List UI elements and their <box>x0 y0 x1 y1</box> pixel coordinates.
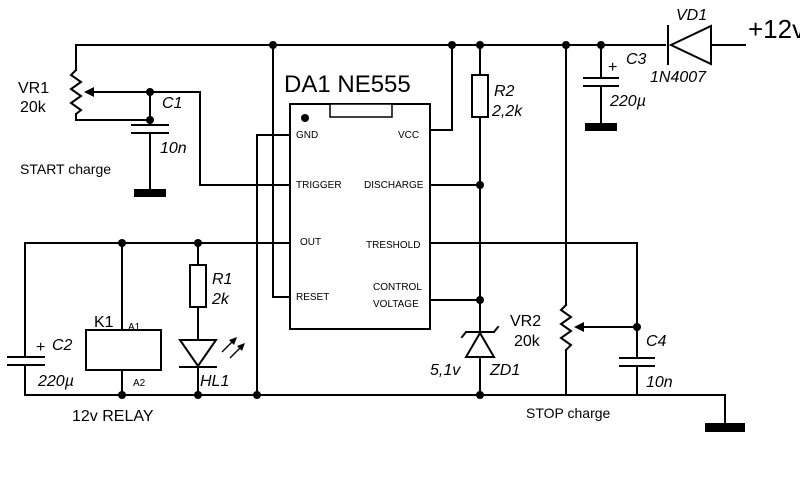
r2-name: R2 <box>494 83 515 100</box>
c3-polarity: + <box>608 59 617 76</box>
pin-discharge: DISCHARGE <box>364 180 424 191</box>
pin-voltage: VOLTAGE <box>373 299 419 310</box>
capacitor-c3 <box>583 44 619 131</box>
trigger-wire <box>149 91 291 186</box>
pin-out: OUT <box>300 237 321 248</box>
ground-symbol <box>705 394 745 432</box>
ic-wiring <box>24 44 638 396</box>
relay-note: 12v RELAY <box>72 408 154 425</box>
k1-pin-a1: A1 <box>128 322 141 333</box>
r2-value: 2,2k <box>491 103 523 120</box>
zener-zd1 <box>460 325 500 396</box>
junction-dots <box>118 41 641 399</box>
c3-name: C3 <box>626 51 647 68</box>
c1-name: C1 <box>162 95 182 112</box>
c4-value: 10n <box>646 374 673 391</box>
pin-treshold: TRESHOLD <box>366 240 420 251</box>
led-hl1 <box>178 337 245 396</box>
vr1-name: VR1 <box>18 80 49 97</box>
diode-vd1 <box>667 24 712 66</box>
pin-control: CONTROL <box>373 282 422 293</box>
zd1-value: 5,1v <box>430 362 461 379</box>
c2-name: C2 <box>52 337 73 354</box>
stop-charge-note: STOP charge <box>526 405 611 421</box>
vr2-name: VR2 <box>510 313 541 330</box>
c1-value: 10n <box>160 140 187 157</box>
k1-pin-a2: A2 <box>133 378 146 389</box>
resistor-r1 <box>189 242 207 341</box>
supply-label: +12v <box>748 14 800 44</box>
pin-trigger: TRIGGER <box>296 180 342 191</box>
c4-name: C4 <box>646 333 667 350</box>
vr2-value: 20k <box>514 333 541 350</box>
ic-title: DA1 NE555 <box>284 71 411 98</box>
potentiometer-vr2 <box>559 44 638 396</box>
vd1-name: VD1 <box>676 7 707 24</box>
r1-value: 2k <box>211 291 230 308</box>
c2-polarity: + <box>36 339 45 356</box>
relay-k1 <box>85 242 162 396</box>
c3-value: 220µ <box>609 93 646 110</box>
potentiometer-vr1 <box>69 44 151 121</box>
resistor-r2 <box>471 44 489 331</box>
ic-ne555 <box>289 103 431 330</box>
r1-name: R1 <box>212 271 232 288</box>
vr1-value: 20k <box>20 99 47 116</box>
hl1-name: HL1 <box>200 373 229 390</box>
start-charge-note: START charge <box>20 161 111 177</box>
capacitor-c2 <box>7 242 45 396</box>
pin-gnd: GND <box>296 130 318 141</box>
pin-vcc: VCC <box>398 130 419 141</box>
capacitor-c4 <box>619 327 655 396</box>
k1-name: K1 <box>94 314 114 331</box>
zd1-name: ZD1 <box>489 362 520 379</box>
c2-value: 220µ <box>37 373 74 390</box>
vd1-value: 1N4007 <box>650 69 707 86</box>
pin-reset: RESET <box>296 292 329 303</box>
